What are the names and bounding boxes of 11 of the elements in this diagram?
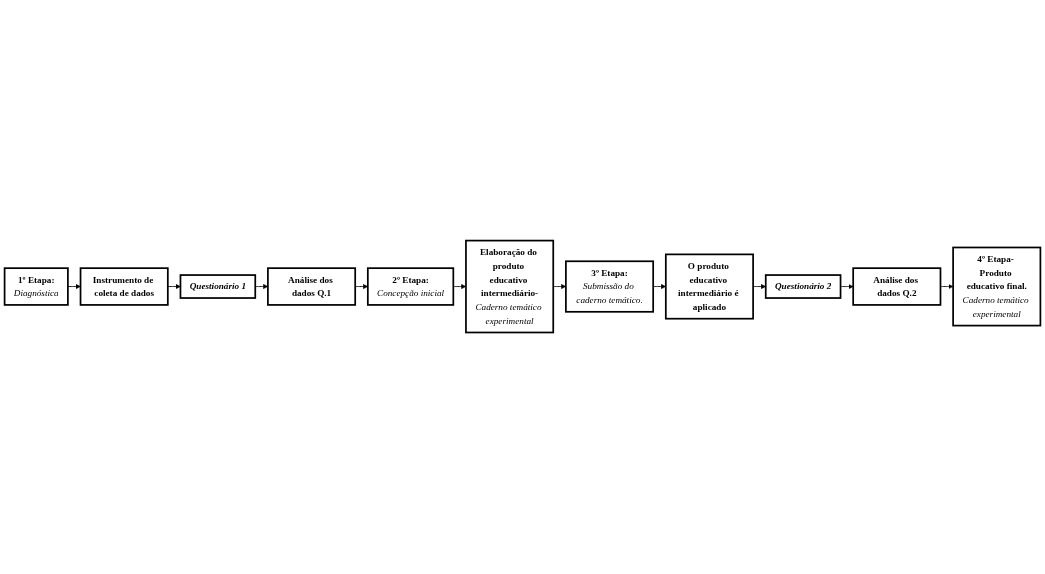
node-box: 4º Etapa- Produto educativo final. Caderno temático experimental	[952, 247, 1042, 327]
node-box: Questionário 1	[179, 274, 257, 300]
node-box: 1º Etapa: Diagnóstica	[3, 267, 69, 307]
node-box: Análise dos dados Q.1	[267, 267, 357, 307]
node-box: Instrumento de coleta de dados	[79, 267, 169, 307]
node-box: 3º Etapa: Submissão do caderno temático.	[565, 260, 655, 314]
node-box: 2º Etapa: Concepção inicial	[366, 267, 455, 307]
node-box: Elaboração do produto educativo intermediário- Caderno temático experimental	[465, 240, 555, 334]
node-box: Questionário 2	[764, 274, 842, 300]
node-box: O produto educativo intermediário é aplicado	[664, 253, 754, 320]
node-box: Análise dos dados Q.2	[852, 267, 942, 307]
